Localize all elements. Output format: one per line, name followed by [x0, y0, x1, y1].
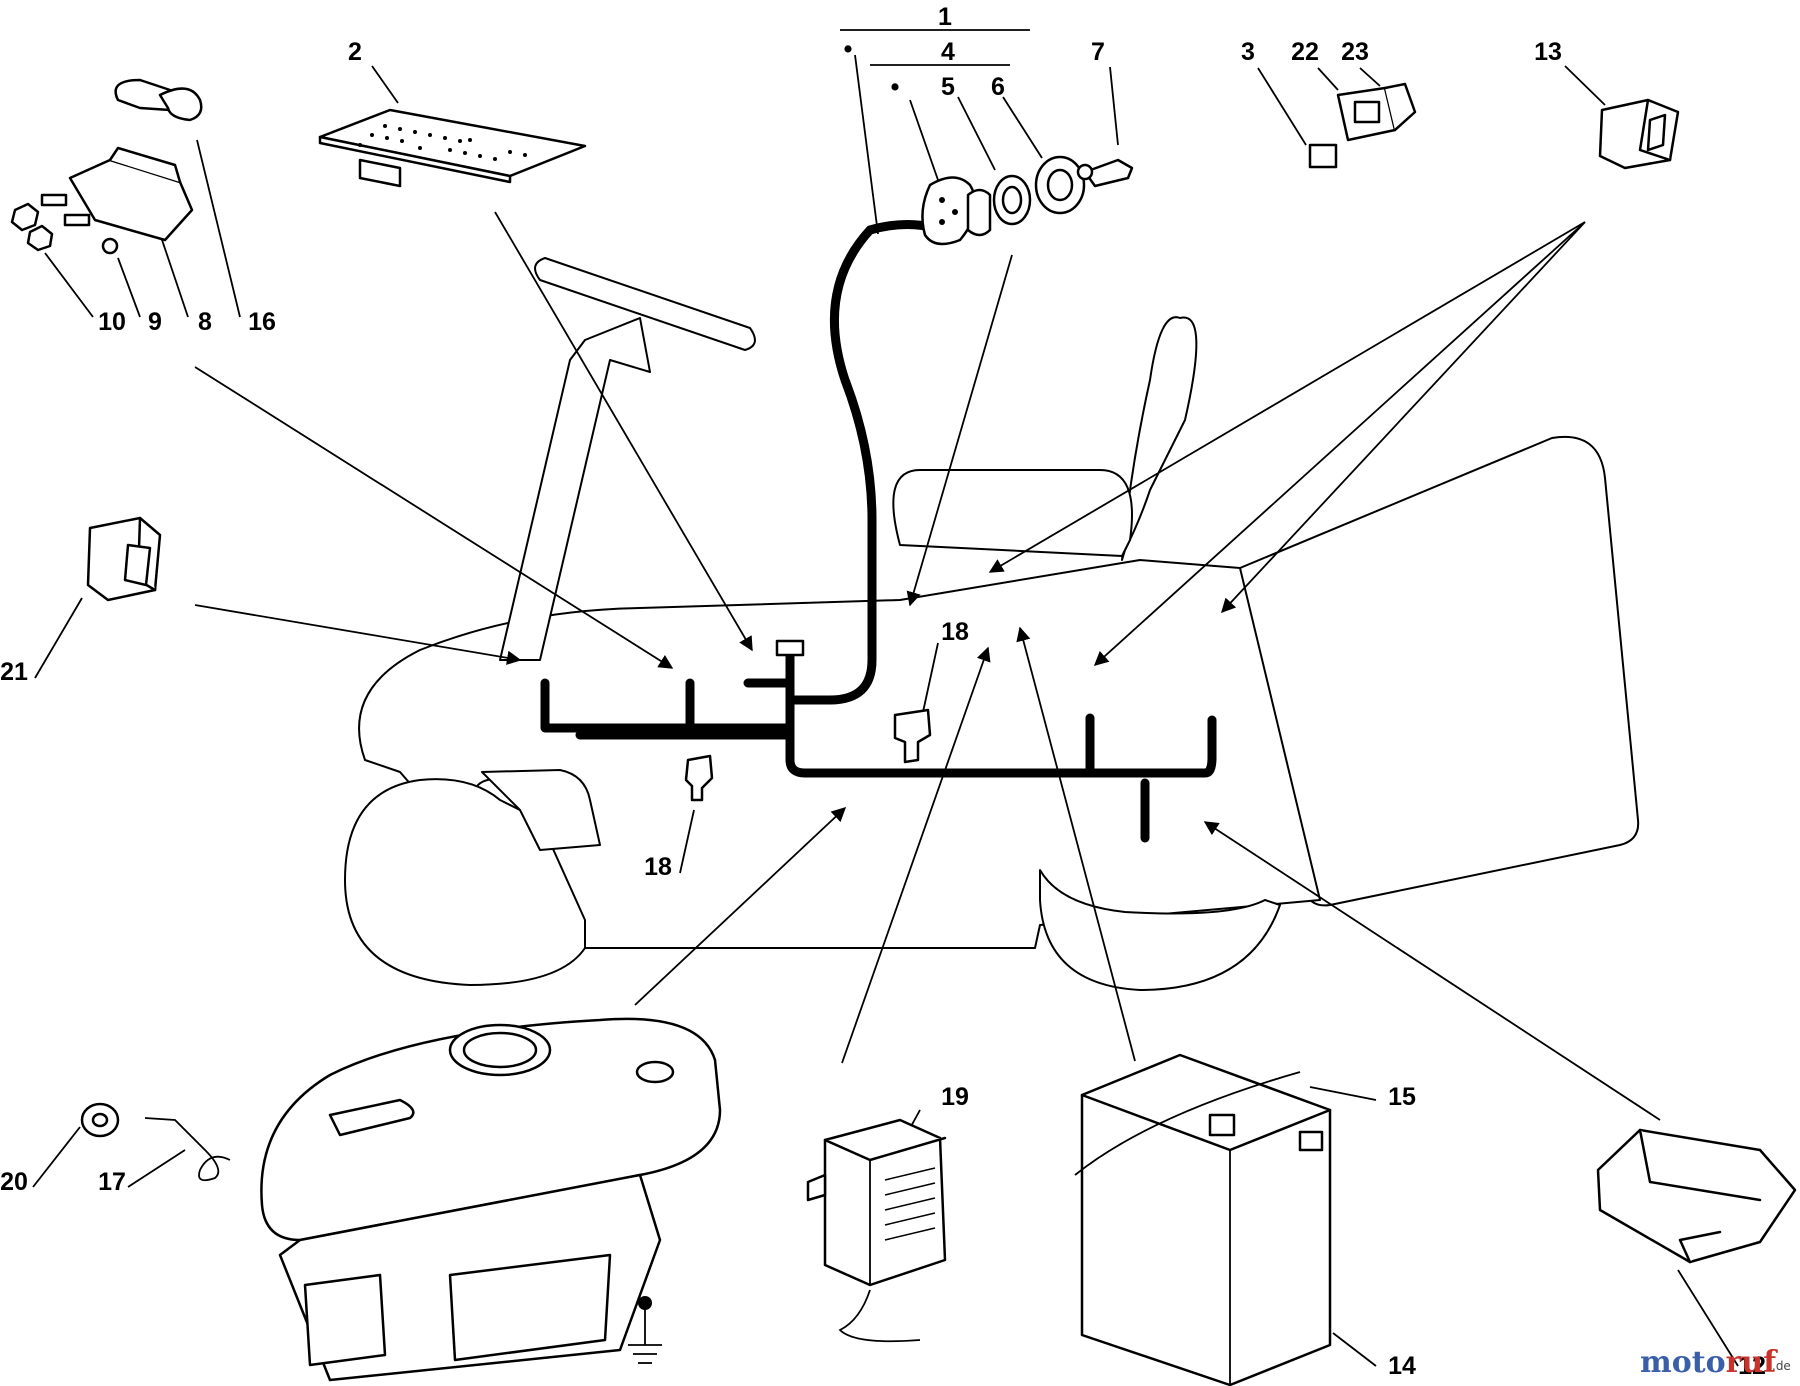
callout-bullet-4: • [891, 73, 900, 101]
callout-18b: 18 [644, 853, 672, 881]
callout-labels: 1 • 4 • 5 6 7 2 3 22 23 13 10 9 8 16 21 … [0, 3, 1766, 1380]
callout-17: 17 [98, 1168, 126, 1196]
callout-21: 21 [0, 658, 28, 686]
motoruf-watermark: motoruf .de [1640, 1345, 1791, 1380]
switch-block-21 [86, 516, 162, 602]
engine [260, 1017, 722, 1382]
callout-12: 12 [1738, 1352, 1766, 1380]
callout-15: 15 [1388, 1083, 1416, 1111]
callout-14: 14 [1388, 1352, 1416, 1380]
watermark-suffix: .de [1772, 1359, 1791, 1373]
callout-8: 8 [198, 308, 212, 336]
mower-silhouette [344, 257, 1640, 991]
callout-3: 3 [1241, 38, 1255, 66]
battery-tray [1596, 1128, 1797, 1264]
callout-9: 9 [148, 308, 162, 336]
callout-4: 4 [941, 38, 955, 66]
battery [1074, 1053, 1332, 1386]
callout-22: 22 [1291, 38, 1319, 66]
circuit-board [318, 108, 587, 188]
starter-solenoid [10, 78, 203, 255]
callout-16: 16 [248, 308, 276, 336]
callout-19: 19 [941, 1083, 969, 1111]
callout-10: 10 [98, 308, 126, 336]
callout-bullet-1: • [844, 35, 853, 63]
callout-20: 20 [0, 1168, 28, 1196]
relay-fuse [1308, 82, 1417, 169]
watermark-brand-a: moto [1640, 1345, 1726, 1380]
ignition-switch [921, 155, 1134, 246]
wire-clip-18b [684, 754, 714, 802]
switch-block-13 [1598, 98, 1680, 170]
callout-2: 2 [348, 38, 362, 66]
callout-1: 1 [938, 3, 952, 31]
leader-lines [32, 29, 1739, 1367]
callout-6: 6 [991, 73, 1005, 101]
wire-clip-18a [893, 708, 932, 764]
watermark-brand-b: ruf [1726, 1345, 1779, 1380]
callout-23: 23 [1341, 38, 1369, 66]
callout-18a: 18 [941, 618, 969, 646]
svg-text:motoruf: motoruf [1640, 1345, 1778, 1380]
callout-13: 13 [1534, 38, 1562, 66]
spring-washer [80, 1102, 231, 1182]
battery-charger [806, 1118, 947, 1343]
callout-5: 5 [941, 73, 955, 101]
callout-7: 7 [1091, 38, 1105, 66]
